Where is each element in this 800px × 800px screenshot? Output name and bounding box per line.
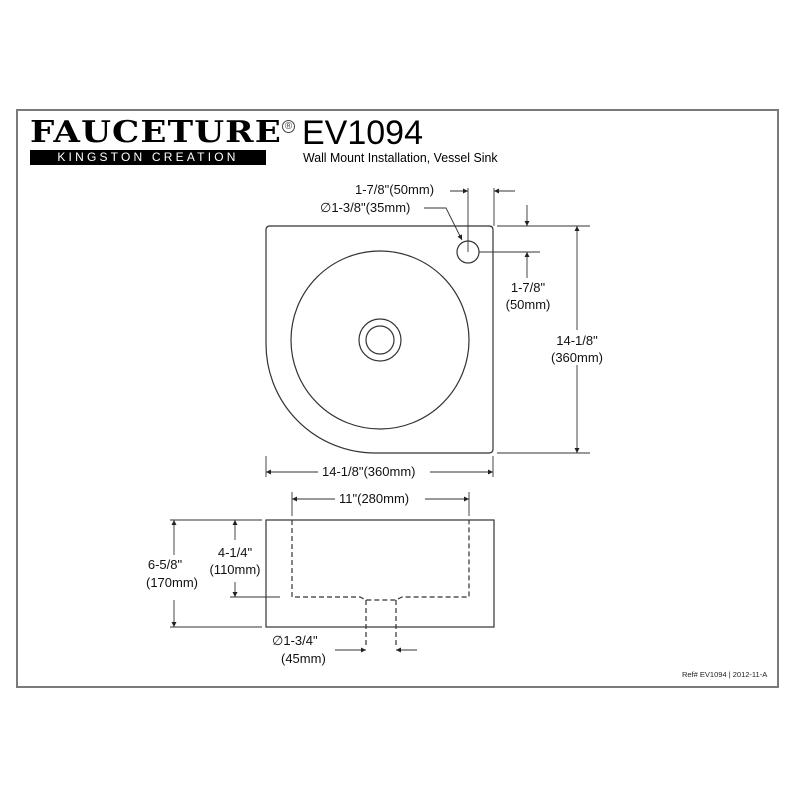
depth-in-label: 14-1/8" <box>556 333 598 348</box>
brand-tagline: KINGSTON CREATION <box>30 150 266 165</box>
depth-mm-label: (360mm) <box>550 350 603 365</box>
faucet-hole-diameter-label: ∅1-3/8"(35mm) <box>320 200 411 215</box>
drain-inner-circle <box>365 325 395 355</box>
drain-diameter-in-label: ∅1-3/4" <box>272 633 318 648</box>
faucet-offset-y-in-label: 1-7/8" <box>510 280 546 295</box>
model-number: EV1094 <box>302 114 423 152</box>
faucet-offset-x-label: 1-7/8"(50mm) <box>355 182 435 197</box>
bowl-hidden-line <box>291 520 470 601</box>
sink-top-outline <box>265 225 494 454</box>
reference-code: Ref# EV1094 | 2012-11-A <box>682 670 768 679</box>
bowl-depth-mm-label: (110mm) <box>209 562 261 577</box>
sink-side-outline <box>265 519 495 628</box>
drain-outer-circle <box>358 318 402 362</box>
bowl-depth-in-label: 4-1/4" <box>217 545 253 560</box>
brand-logo: FAUCETURE KINGSTON CREATION <box>30 118 281 165</box>
brand-name: FAUCETURE <box>30 115 282 150</box>
drawing-frame <box>16 109 779 688</box>
width-label: 14-1/8"(360mm) <box>322 464 416 479</box>
bowl-circle <box>290 250 470 430</box>
height-mm-label: (170mm) <box>145 575 198 590</box>
height-in-label: 6-5/8" <box>147 557 183 572</box>
drawing-subtitle: Wall Mount Installation, Vessel Sink <box>303 150 498 165</box>
bowl-width-label: 11"(280mm) <box>339 491 410 506</box>
faucet-offset-y-mm-label: (50mm) <box>505 297 551 312</box>
drain-diameter-mm-label: (45mm) <box>281 651 326 666</box>
registered-mark: ® <box>282 120 295 133</box>
